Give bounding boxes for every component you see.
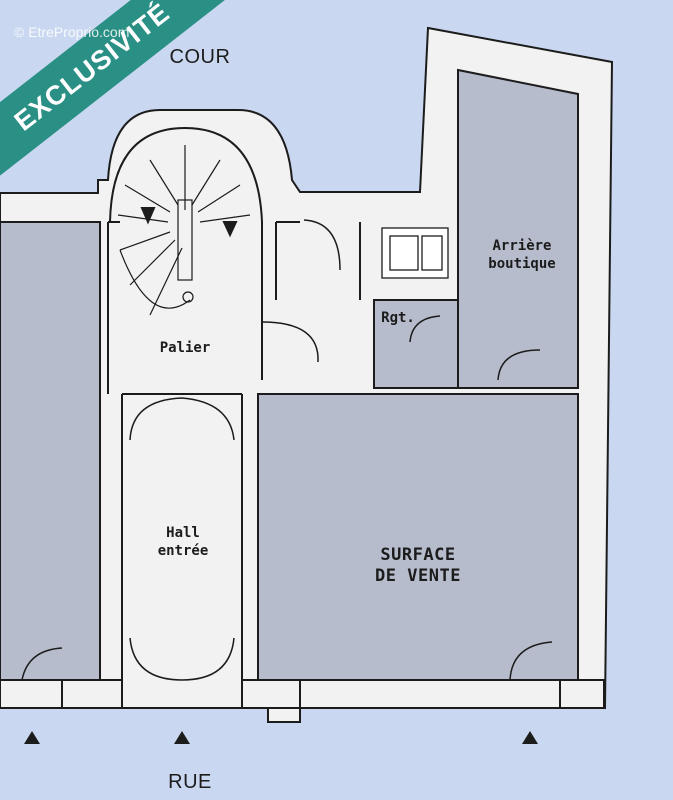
left-neighbour-room xyxy=(0,221,101,681)
front-pillars xyxy=(61,679,605,709)
stair-enclosure xyxy=(109,126,263,223)
label-arriere-boutique: Arrière boutique xyxy=(462,238,582,273)
stair-up-arrow xyxy=(140,207,156,225)
label-hall: Hall entrée xyxy=(128,525,238,560)
label-cour: COUR xyxy=(169,46,231,68)
spiral-staircase xyxy=(117,145,251,316)
label-rgt: Rgt. xyxy=(381,310,415,326)
label-arriere-line1: Arrière xyxy=(492,238,552,254)
entry-arrows xyxy=(24,731,538,744)
label-surface-line2: DE VENTE xyxy=(375,566,461,587)
label-surface-de-vente: SURFACE DE VENTE xyxy=(318,545,518,588)
label-palier: Palier xyxy=(159,340,211,356)
sales-floor-room xyxy=(257,393,579,681)
hall-walls xyxy=(121,393,243,680)
label-hall-line1: Hall xyxy=(166,525,200,541)
stair-down-arrow xyxy=(222,221,238,238)
label-rue: RUE xyxy=(168,771,212,793)
storage-room xyxy=(373,299,459,389)
corridor-walls xyxy=(275,221,361,300)
sink-unit xyxy=(381,227,449,279)
doors xyxy=(21,219,553,681)
watermark-text: © EtreProprio.com xyxy=(14,24,130,40)
back-shop-room xyxy=(457,68,579,389)
label-surface-line1: SURFACE xyxy=(380,545,456,565)
label-arriere-line2: boutique xyxy=(488,255,556,272)
label-hall-line2: entrée xyxy=(157,542,209,559)
